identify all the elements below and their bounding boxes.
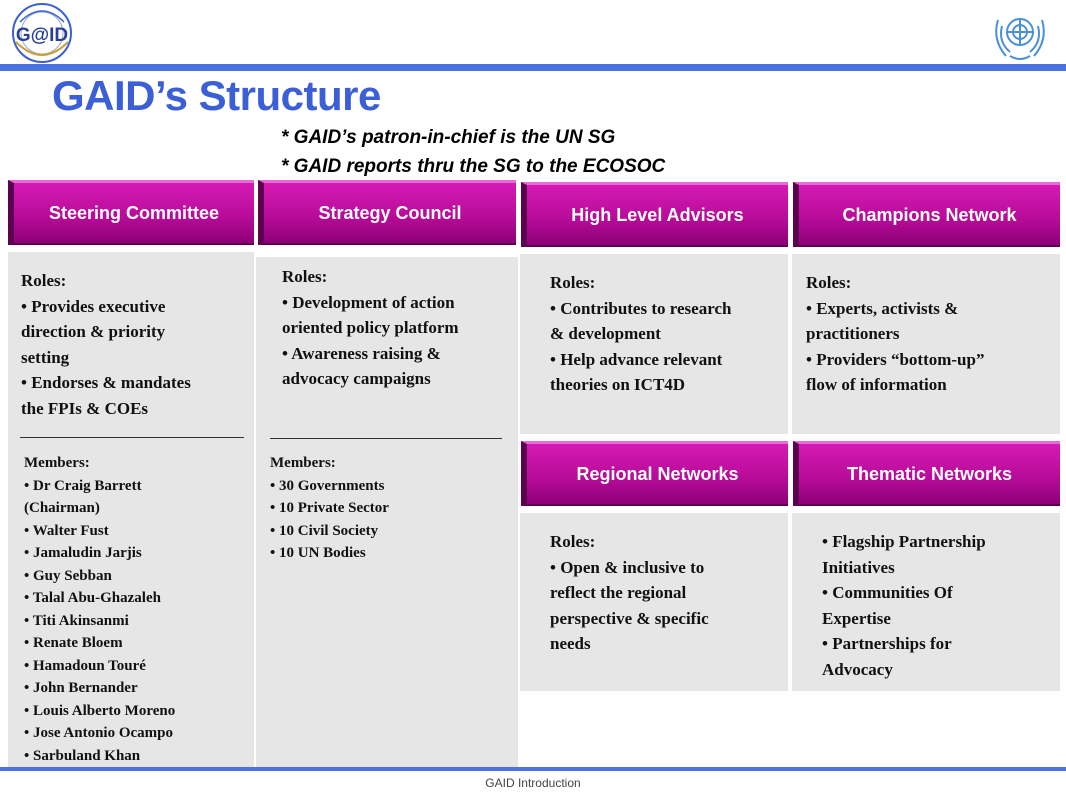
page-title: GAID’s Structure xyxy=(52,72,381,119)
roles-line: setting xyxy=(21,347,70,367)
roles-line: Advocacy xyxy=(822,659,893,679)
member-line: • Dr Craig Barrett xyxy=(24,477,142,494)
roles-line: Roles: xyxy=(806,273,852,292)
steering-committee-panel xyxy=(8,252,254,767)
roles-line: • Awareness raising & xyxy=(282,343,441,363)
roles-line: Expertise xyxy=(822,608,891,628)
roles-line: Roles: xyxy=(550,273,596,292)
member-line: • Walter Fust xyxy=(24,522,109,539)
member-line: • Jose Antonio Ocampo xyxy=(24,725,174,741)
member-line: • John Bernander xyxy=(24,680,138,696)
roles-line: Roles: xyxy=(550,532,596,551)
roles-line: needs xyxy=(550,634,591,653)
roles-line: direction & priority xyxy=(21,322,166,341)
strategy-council-panel xyxy=(256,257,518,767)
member-line: • Talal Abu-Ghazaleh xyxy=(24,590,161,606)
member-line: • 30 Governments xyxy=(270,477,385,494)
roles-line: oriented policy platform xyxy=(282,318,459,337)
member-line: • Renate Bloem xyxy=(24,635,123,651)
roles-line: • Contributes to research xyxy=(550,298,732,318)
member-line: • 10 Private Sector xyxy=(270,500,389,516)
roles-line: • Provides executive xyxy=(21,296,166,316)
roles-line: • Partnerships for xyxy=(822,634,952,653)
thematic-networks-roles: • Flagship Partnership Initiatives • Com… xyxy=(822,529,1056,682)
member-line: • Guy Sebban xyxy=(24,567,112,584)
member-line: (Chairman) xyxy=(24,500,100,516)
roles-line: flow of information xyxy=(806,375,947,394)
footer-text: GAID Introduction xyxy=(485,776,581,790)
roles-line: the FPIs & COEs xyxy=(21,398,149,418)
roles-line: • Open & inclusive to xyxy=(550,557,705,577)
high-level-advisors-roles: Roles: • Contributes to research & devel… xyxy=(550,270,786,398)
roles-line: theories on ICT4D xyxy=(550,375,686,394)
thematic-networks-panel xyxy=(792,513,1060,691)
regional-networks-panel xyxy=(520,513,788,691)
roles-line: • Communities Of xyxy=(822,583,953,602)
strategy-council-members: Members: • 30 Governments • 10 Private S… xyxy=(270,452,510,565)
roles-line: • Endorses & mandates xyxy=(21,373,191,392)
high-level-advisors-header: High Level Advisors xyxy=(521,182,788,247)
champions-network-header: Champions Network xyxy=(793,182,1060,247)
champions-network-roles: Roles: • Experts, activists & practition… xyxy=(806,270,1056,398)
roles-line: advocacy campaigns xyxy=(282,369,431,388)
roles-line: • Providers “bottom-up” xyxy=(806,349,985,369)
steering-committee-members: Members: • Dr Craig Barrett (Chairman) •… xyxy=(24,452,250,767)
steering-committee-header: Steering Committee xyxy=(8,180,254,245)
bottom-accent-rule xyxy=(0,767,1066,771)
roles-line: Roles: xyxy=(21,271,67,290)
member-line: • Hamadoun Touré xyxy=(24,657,146,674)
roles-line: • Experts, activists & xyxy=(806,298,959,318)
roles-line: & development xyxy=(550,324,661,343)
un-emblem-icon xyxy=(988,6,1052,64)
roles-line: • Help advance relevant xyxy=(550,349,723,369)
member-line: Members: xyxy=(270,455,336,471)
member-line: Members: xyxy=(24,455,90,471)
note-reports: * GAID reports thru the SG to the ECOSOC xyxy=(281,156,666,177)
roles-line: Initiatives xyxy=(822,557,895,577)
regional-networks-roles: Roles: • Open & inclusive to reflect the… xyxy=(550,529,786,657)
top-accent-rule xyxy=(0,64,1066,71)
roles-line: perspective & specific xyxy=(550,608,709,628)
regional-networks-header: Regional Networks xyxy=(521,441,788,506)
strategy-council-divider xyxy=(270,438,502,439)
note-patron: * GAID’s patron-in-chief is the UN SG xyxy=(281,127,616,148)
steering-committee-roles: Roles: • Provides executive direction & … xyxy=(21,268,251,421)
member-line: • Titi Akinsanmi xyxy=(24,612,129,629)
strategy-council-roles: Roles: • Development of action oriented … xyxy=(282,264,512,392)
member-line: • Jamaludin Jarjis xyxy=(24,545,142,561)
gaid-logo: G@ID xyxy=(8,2,76,64)
member-line: • Sarbuland Khan xyxy=(24,747,141,764)
thematic-networks-header: Thematic Networks xyxy=(793,441,1060,506)
high-level-advisors-panel xyxy=(520,254,788,434)
gaid-logo-wordmark: G@ID xyxy=(16,25,68,46)
roles-line: • Development of action xyxy=(282,292,455,312)
member-line: • 10 UN Bodies xyxy=(270,545,366,561)
roles-line: reflect the regional xyxy=(550,583,687,602)
member-line: • 10 Civil Society xyxy=(270,522,379,539)
roles-line: Roles: xyxy=(282,267,328,286)
steering-committee-divider xyxy=(20,437,244,438)
member-line: • Louis Alberto Moreno xyxy=(24,702,176,719)
champions-network-panel xyxy=(792,254,1060,434)
roles-line: practitioners xyxy=(806,324,900,343)
strategy-council-header: Strategy Council xyxy=(258,180,516,245)
roles-line: • Flagship Partnership xyxy=(822,532,986,551)
